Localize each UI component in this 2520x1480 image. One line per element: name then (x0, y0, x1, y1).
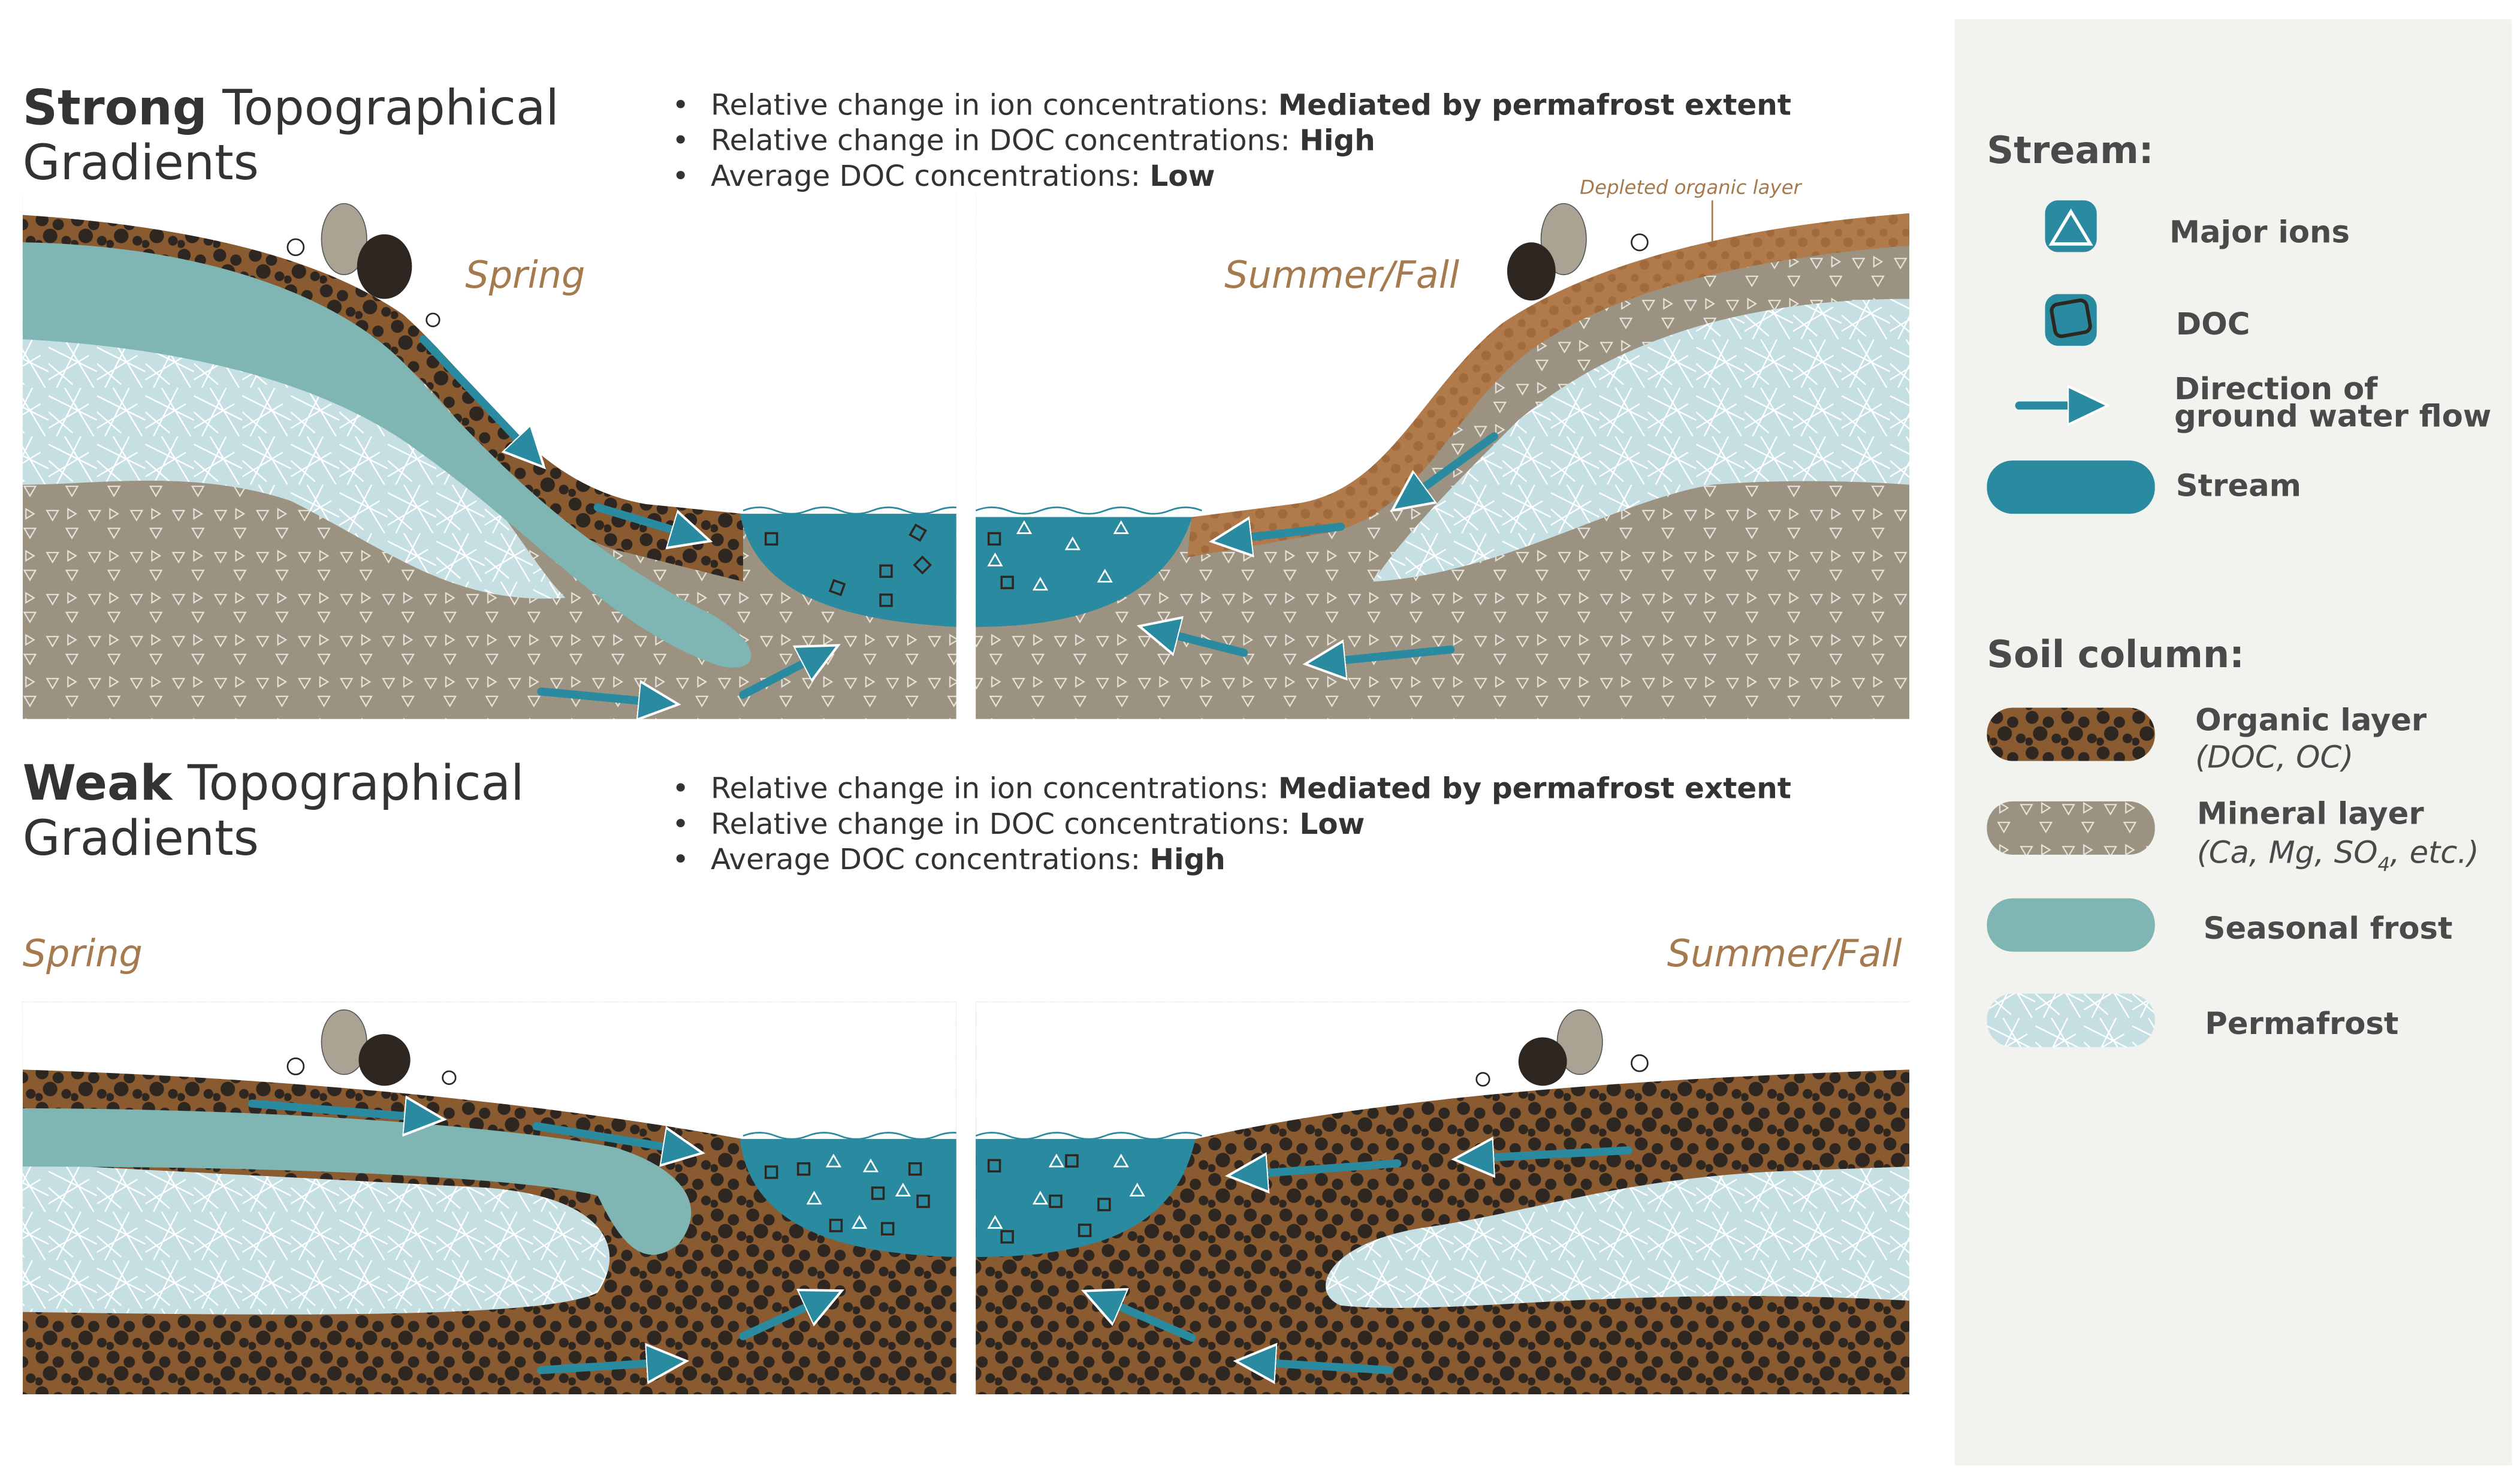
legend-seasonal-frost: Seasonal frost (2204, 911, 2453, 947)
legend-heading-soil: Soil column: (1987, 632, 2244, 676)
groundwater-flow-arrows (1098, 1150, 1632, 1370)
svg-text:Average DOC concentrations: Hi: Average DOC concentrations: High (711, 843, 1226, 876)
bullet-value: High (1299, 124, 1375, 158)
svg-text:•: • (672, 159, 689, 193)
strong-bullets: • Relative change in ion concentrations:… (672, 88, 1791, 193)
svg-text:•: • (672, 843, 689, 876)
title-bold: Strong (23, 80, 207, 137)
permafrost (1326, 1166, 1910, 1308)
season-label-spring: Spring (23, 932, 143, 975)
legend-flow-line2: ground water flow (2174, 399, 2491, 435)
vegetation-icon (1475, 1009, 1649, 1087)
stream (740, 514, 956, 627)
vegetation-icon (286, 203, 440, 327)
weak-bullets: • Relative change in ion concentrations:… (672, 772, 1791, 877)
legend-stream: Stream (2176, 468, 2301, 504)
legend-organic-sub: (DOC, OC) (2195, 739, 2353, 775)
season-label-summer-fall: Summer/Fall (1667, 932, 1902, 975)
legend-organic: Organic layer (2195, 702, 2427, 738)
season-label-summer-fall: Summer/Fall (1224, 253, 1459, 297)
legend-major-ions: Major ions (2169, 214, 2350, 250)
vegetation-icon (1507, 203, 1649, 301)
legend-permafrost: Permafrost (2205, 1006, 2398, 1042)
bullet-value: Mediated by permafrost extent (1278, 88, 1791, 122)
bullet-value: Mediated by permafrost extent (1278, 772, 1791, 806)
svg-text:Relative change in ion concent: Relative change in ion concentrations: M… (711, 88, 1791, 122)
legend-mineral: Mineral layer (2197, 796, 2424, 832)
weak-spring-panel (22, 1002, 956, 1395)
title-rest: Topographical (172, 755, 524, 812)
svg-text:Relative change in ion concent: Relative change in ion concentrations: M… (711, 772, 1791, 806)
groundwater-flow-arrows (1155, 432, 1499, 662)
title-rest: Topographical (207, 80, 559, 137)
bullet-label: Relative change in DOC concentrations: (711, 124, 1299, 158)
svg-text:(Ca, Mg, SO4, etc.): (Ca, Mg, SO4, etc.) (2197, 834, 2479, 875)
bullet-label: Relative change in DOC concentrations: (711, 807, 1299, 841)
bullet-label: Average DOC concentrations: (711, 843, 1149, 876)
legend-doc: DOC (2176, 306, 2250, 342)
permafrost (1373, 299, 1910, 582)
weak-summer-panel (976, 1002, 1910, 1395)
legend-panel: Stream: Major ions DOC Direction of grou… (1954, 19, 2512, 1466)
weak-gradient-header: Weak Topographical Gradients • Relative … (23, 755, 1791, 876)
bullet-label: Relative change in ion concentrations: (711, 772, 1278, 806)
svg-text:Relative change in DOC concent: Relative change in DOC concentrations: L… (711, 807, 1365, 841)
title-bold: Weak (23, 755, 174, 812)
season-label-spring: Spring (465, 253, 585, 297)
major-ions-icon (2045, 200, 2097, 252)
svg-text:Average DOC concentrations: Lo: Average DOC concentrations: Low (711, 159, 1215, 193)
permafrost (22, 323, 566, 599)
permafrost (22, 1163, 610, 1315)
depleted-organic-layer-annotation: Depleted organic layer (1580, 176, 1802, 198)
doc-particles (764, 523, 932, 607)
stream (976, 1139, 1196, 1258)
organic-layer-swatch (1987, 707, 2155, 761)
bullet-label: Relative change in ion concentrations: (711, 88, 1278, 122)
legend-heading-stream: Stream: (1987, 128, 2153, 172)
groundwater-flow-arrows (248, 1104, 828, 1370)
bullet-value: High (1149, 843, 1225, 876)
svg-text:Relative change in DOC concent: Relative change in DOC concentrations: H… (711, 124, 1375, 158)
strong-gradient-header: Strong Topographical Gradients • Relativ… (23, 80, 1791, 193)
bullet-value: Low (1149, 159, 1215, 193)
strong-spring-panel (22, 194, 956, 719)
title-line2: Gradients (23, 135, 259, 191)
seasonal-frost (22, 242, 752, 668)
legend-mineral-sub: (Ca, Mg, SO (2197, 834, 2378, 870)
ion-particles (987, 520, 1129, 591)
svg-text:•: • (672, 88, 689, 122)
organic-layer (22, 215, 743, 582)
legend-flow-line1: Direction of (2174, 371, 2378, 407)
seasonal-frost-swatch (1987, 898, 2155, 952)
stream (976, 517, 1193, 627)
svg-text:•: • (672, 772, 689, 806)
svg-text:•: • (672, 807, 689, 841)
title-line2: Gradients (23, 810, 259, 867)
svg-text:•: • (672, 124, 689, 158)
legend-mineral-sub-end: , etc.) (2390, 834, 2479, 870)
bullet-label: Average DOC concentrations: (711, 159, 1149, 193)
vegetation-icon (286, 1009, 457, 1086)
subscript: 4 (2378, 853, 2391, 876)
permafrost-swatch (1987, 993, 2155, 1047)
strong-summer-panel (976, 194, 1910, 719)
stream (740, 1139, 956, 1258)
stream-swatch (1987, 460, 2155, 514)
bullet-value: Low (1299, 807, 1365, 841)
svg-text:Weak Topographical: Weak Topographical (23, 755, 524, 812)
depleted-organic-layer (1187, 213, 1910, 557)
seasonal-frost (22, 1108, 692, 1255)
mineral-layer-swatch (1987, 801, 2155, 855)
svg-text:Strong Topographical: Strong Topographical (23, 80, 559, 137)
groundwater-flow-arrows (419, 335, 823, 703)
